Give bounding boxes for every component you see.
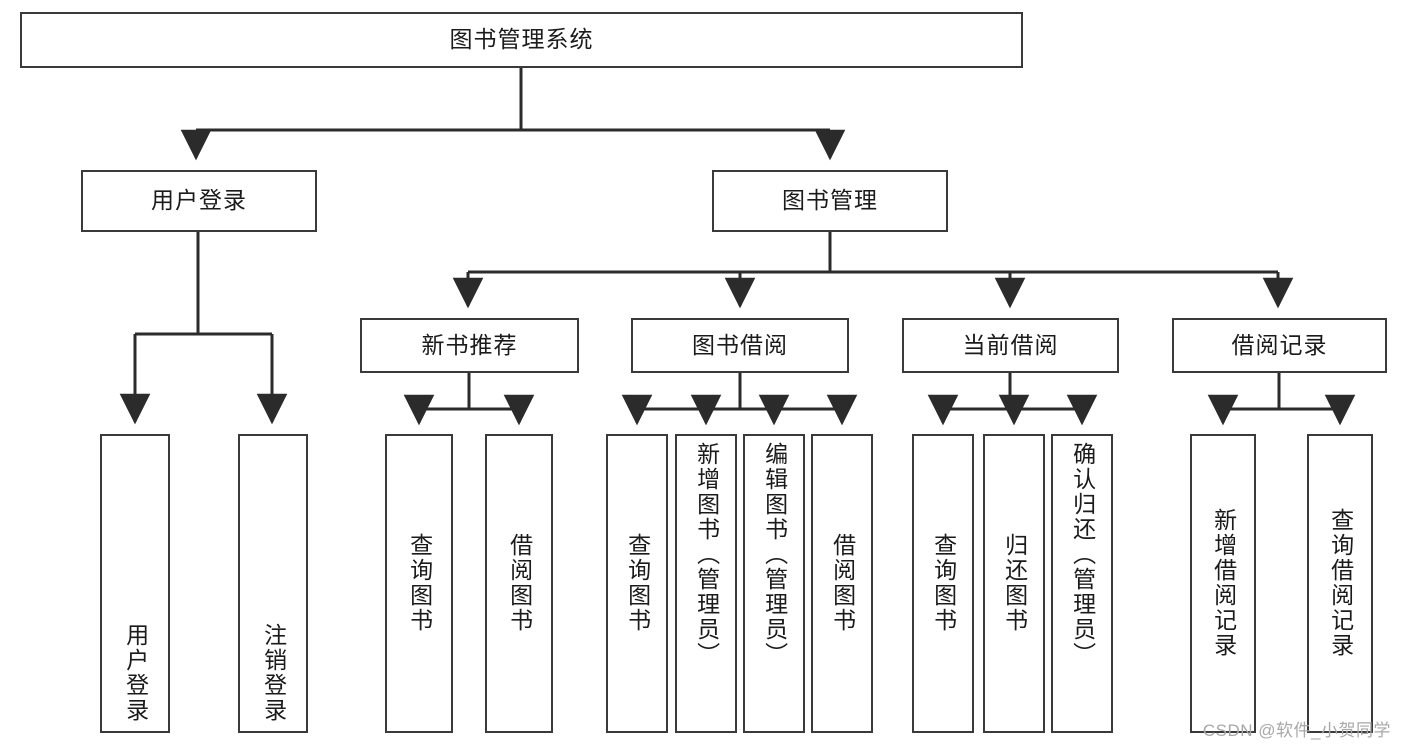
node-leaf-borrow-book-new[interactable]: 借阅图书 bbox=[485, 434, 553, 733]
csdn-watermark: CSDN @软件_小贺同学 bbox=[1202, 721, 1391, 740]
node-leaf-query-book-borrow[interactable]: 查询图书 bbox=[606, 434, 668, 733]
node-leaf-add-book-admin[interactable]: 新增图书（管理员） bbox=[675, 434, 737, 733]
node-book-borrow[interactable]: 图书借阅 bbox=[631, 318, 849, 373]
node-leaf-query-borrow-record[interactable]: 查询借阅记录 bbox=[1307, 434, 1373, 733]
node-new-book-recommend[interactable]: 新书推荐 bbox=[360, 318, 579, 373]
node-leaf-return-book[interactable]: 归还图书 bbox=[983, 434, 1045, 733]
node-leaf-borrow-book-borrow[interactable]: 借阅图书 bbox=[811, 434, 873, 733]
node-leaf-user-logout[interactable]: 注销登录 bbox=[238, 434, 308, 733]
node-leaf-edit-book-admin[interactable]: 编辑图书（管理员） bbox=[743, 434, 805, 733]
node-root[interactable]: 图书管理系统 bbox=[20, 12, 1023, 68]
node-book-manage[interactable]: 图书管理 bbox=[712, 170, 948, 232]
node-leaf-add-borrow-record[interactable]: 新增借阅记录 bbox=[1190, 434, 1256, 733]
node-borrow-record[interactable]: 借阅记录 bbox=[1172, 318, 1387, 373]
node-leaf-user-login[interactable]: 用户登录 bbox=[100, 434, 170, 733]
node-current-borrow[interactable]: 当前借阅 bbox=[902, 318, 1119, 373]
node-leaf-query-book-current[interactable]: 查询图书 bbox=[912, 434, 974, 733]
node-leaf-confirm-return-admin[interactable]: 确认归还（管理员） bbox=[1051, 434, 1113, 733]
node-user-login[interactable]: 用户登录 bbox=[81, 170, 317, 232]
node-leaf-query-book-new[interactable]: 查询图书 bbox=[385, 434, 453, 733]
